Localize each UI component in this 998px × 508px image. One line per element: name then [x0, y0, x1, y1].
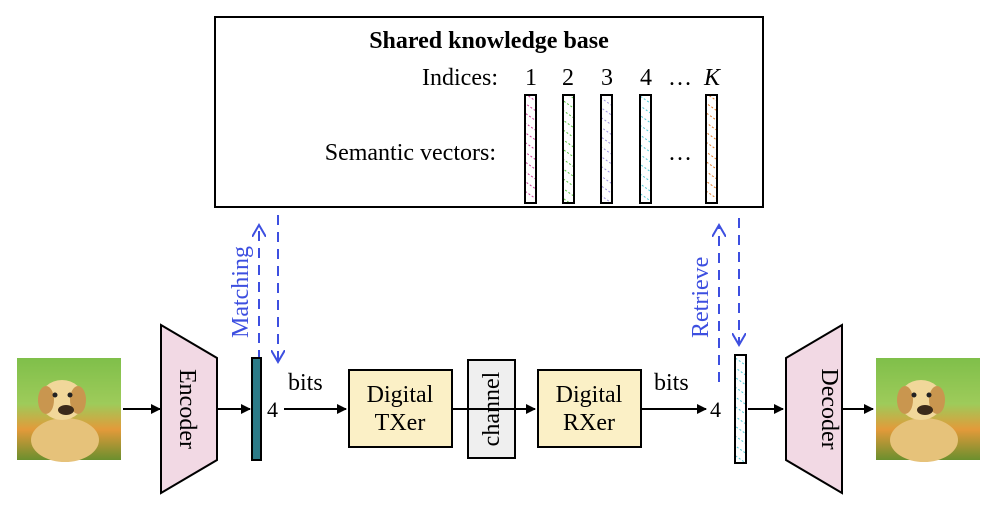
retrieve-arrows: Retrieve	[688, 218, 739, 382]
matching-arrows: Matching	[228, 215, 278, 362]
vector-ellipsis: …	[668, 140, 692, 166]
encoder-label: Encoder	[174, 369, 200, 449]
index-1: 1	[525, 65, 537, 91]
semantic-vector-1	[524, 94, 537, 204]
index-ellipsis: …	[668, 65, 692, 91]
decoder-label: Decoder	[816, 368, 842, 449]
matching-label: Matching	[228, 246, 254, 338]
retrieve-label: Retrieve	[688, 257, 714, 338]
tx-label-line2: TXer	[375, 410, 426, 436]
semantic-vectors-label: Semantic vectors:	[325, 140, 496, 166]
tx-label-line1: Digital	[367, 382, 434, 408]
input-image	[17, 358, 121, 462]
index-2: 2	[562, 65, 574, 91]
semantic-vector-2	[562, 94, 575, 204]
digital-tx-block: Digital TXer	[348, 369, 453, 448]
knowledge-base-title: Shared knowledge base	[369, 28, 609, 54]
semantic-vector-3	[600, 94, 613, 204]
semantic-vector-4	[639, 94, 652, 204]
index-value-right: 4	[710, 397, 721, 422]
digital-rx-block: Digital RXer	[537, 369, 642, 448]
index-value-left: 4	[267, 397, 278, 422]
index-4: 4	[640, 65, 652, 91]
index-3: 3	[601, 65, 613, 91]
indices-label: Indices:	[422, 65, 498, 91]
semantic-vector-k	[705, 94, 718, 204]
encoded-vector	[251, 357, 262, 461]
rx-label-line1: Digital	[556, 382, 623, 408]
knowledge-base-box: Shared knowledge base Indices: 1 2 3 4 ……	[214, 16, 764, 208]
decoder-block: Decoder	[785, 323, 843, 495]
rx-label-line2: RXer	[563, 410, 615, 436]
bits-label-right: bits	[654, 370, 689, 396]
bits-label-left: bits	[288, 370, 323, 396]
output-image	[876, 358, 980, 462]
index-k: K	[703, 65, 722, 91]
encoder-block: Encoder	[160, 323, 218, 495]
retrieved-vector	[734, 354, 747, 464]
